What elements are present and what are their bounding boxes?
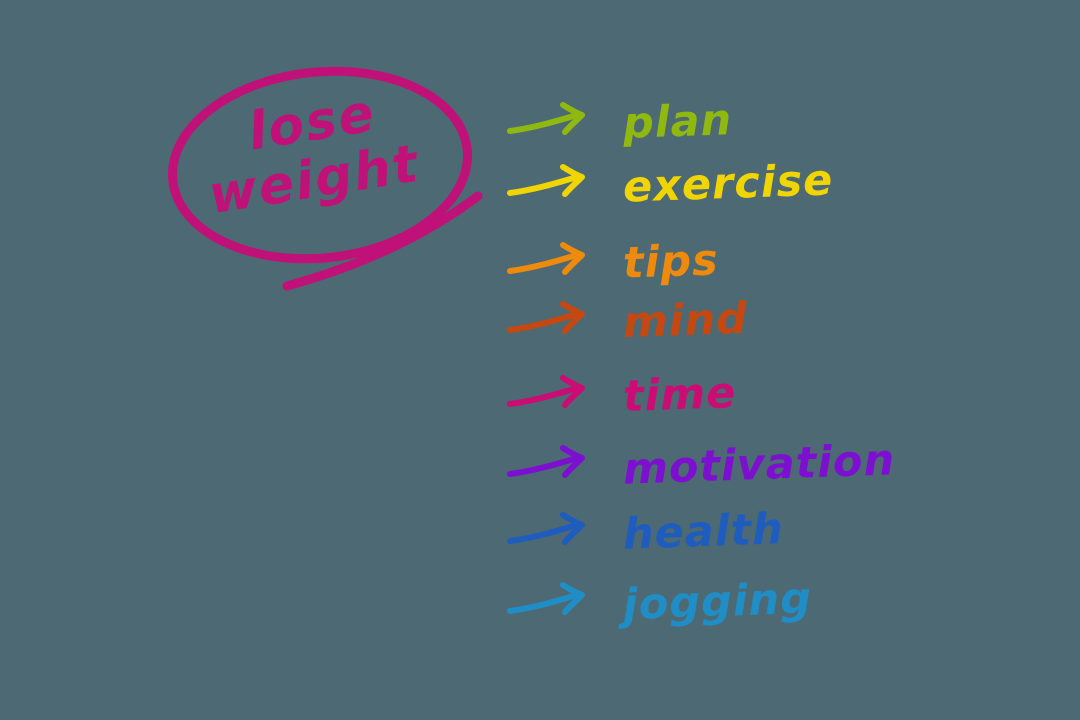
item-label: time [622, 368, 738, 422]
arrow-icon [507, 164, 585, 197]
mindmap-item-mind: mind [505, 293, 749, 349]
mindmap-item-exercise: exercise [505, 155, 835, 213]
arrow-icon [507, 102, 585, 135]
arrow-icon [507, 512, 585, 545]
arrow-icon [507, 301, 585, 334]
topic-circle-icon [167, 66, 483, 291]
mindmap-item-health: health [505, 504, 785, 560]
arrow-icon [507, 242, 585, 275]
item-label: exercise [622, 155, 835, 213]
arrow-icon [507, 445, 585, 478]
item-label: motivation [622, 435, 896, 495]
mindmap-item-jogging: jogging [505, 573, 813, 631]
topic-lose-weight: lose weight [160, 55, 490, 305]
item-label: plan [622, 95, 733, 149]
item-label: jogging [622, 573, 813, 631]
item-label: health [622, 504, 785, 560]
mindmap-item-time: time [505, 367, 738, 423]
arrow-icon [507, 582, 585, 615]
mindmap-item-plan: plan [505, 94, 733, 150]
item-label: tips [622, 235, 720, 289]
mindmap-item-tips: tips [505, 234, 720, 290]
mindmap-item-motivation: motivation [505, 435, 896, 495]
arrow-icon [507, 375, 585, 408]
item-label: mind [622, 293, 749, 349]
